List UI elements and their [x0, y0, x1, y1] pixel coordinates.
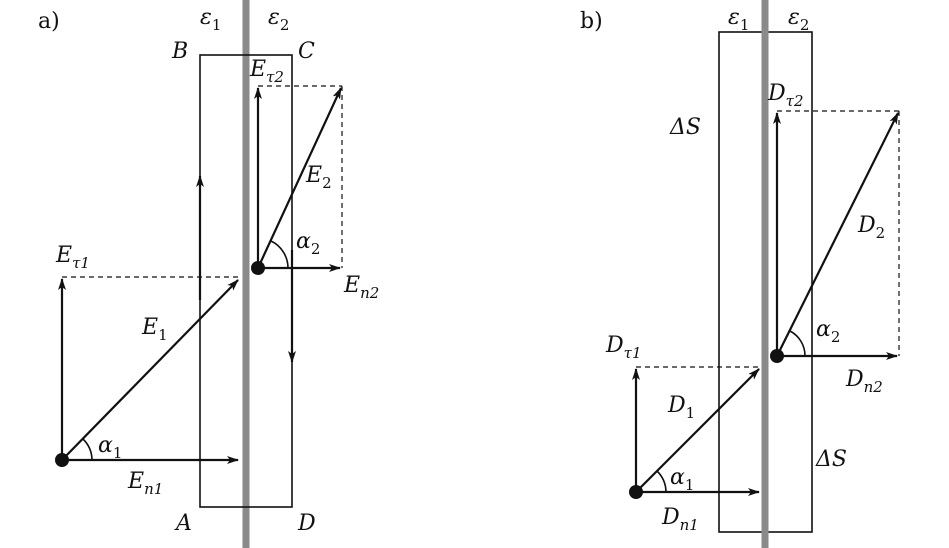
eps1-label-b: ε1: [728, 5, 749, 34]
label-d1: D1: [667, 393, 695, 422]
label-delta-s-top: ΔS: [669, 115, 701, 140]
panel-a-tag: a): [38, 9, 60, 34]
corner-b-label: B: [171, 39, 188, 64]
label-d-tau1: Dτ1: [605, 333, 641, 362]
label-d-n1: Dn1: [661, 505, 699, 534]
vector-d1: [635, 368, 760, 493]
label-alpha1-a: α1: [98, 433, 122, 462]
corner-d-label: D: [297, 511, 316, 536]
label-delta-s-bottom: ΔS: [815, 447, 847, 472]
origin-dot-a2: [251, 261, 265, 275]
origin-dot-a1: [55, 453, 69, 467]
label-e1: E1: [141, 315, 168, 344]
label-e-n2: En2: [343, 273, 379, 302]
origin-dot-b1: [629, 485, 643, 499]
label-d-n2: Dn2: [845, 367, 883, 396]
label-e-tau2: Eτ2: [249, 57, 284, 86]
origin-dot-b2: [770, 349, 784, 363]
vector-e2: [257, 87, 342, 269]
eps2-label-b: ε2: [788, 5, 809, 34]
angle-arc-alpha1-b: [656, 470, 667, 493]
label-alpha2-a: α2: [296, 229, 320, 258]
label-d2: D2: [857, 213, 885, 242]
eps1-label-a: ε1: [200, 5, 221, 34]
angle-arc-alpha1-a: [82, 438, 93, 461]
vector-e1: [61, 279, 239, 461]
label-e2: E2: [305, 163, 332, 192]
label-e-n1: En1: [127, 469, 163, 498]
panel-a: a) ε1 ε2 B C A D Eτ1 Eτ2 E1 E2: [38, 0, 379, 548]
panel-b: b) ε1 ε2 ΔS ΔS Dτ1 Dτ2 D1 D2 Dn1 Dn2: [580, 0, 900, 548]
label-d-tau2: Dτ2: [767, 81, 803, 110]
corner-a-label: A: [174, 511, 192, 536]
panel-b-tag: b): [580, 9, 603, 34]
label-e-tau1: Eτ1: [55, 243, 90, 272]
label-alpha1-b: α1: [670, 465, 694, 494]
label-alpha2-b: α2: [816, 317, 840, 346]
angle-arc-alpha2-b: [789, 330, 806, 357]
vector-d2: [776, 112, 899, 357]
angle-arc-alpha2-a: [270, 240, 289, 269]
eps2-label-a: ε2: [268, 5, 289, 34]
corner-c-label: C: [298, 39, 315, 64]
